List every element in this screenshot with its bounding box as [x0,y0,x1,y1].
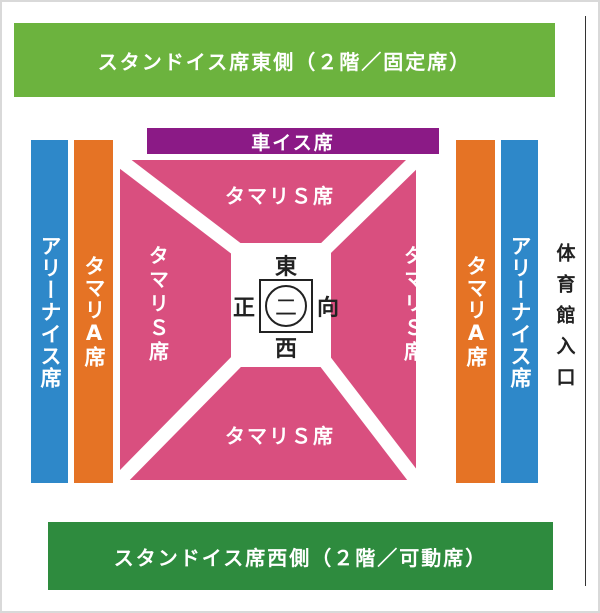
arena-right-label: アリーナイス席 [508,234,533,389]
aisle-se [318,355,422,485]
ring-center-label: 二 [274,296,297,321]
tamari-s-right-label: タマリＳ席 [400,245,425,365]
tamari-a-right-label: タマリA席 [464,255,489,368]
gym-entrance-label: 体育館入口 [553,242,576,398]
stand-west-section[interactable]: スタンドイス席西側（２階／可動席） [48,522,553,590]
tamari-s-left-label-wrap: タマリＳ席 [140,230,176,380]
tamari-s-left-label: タマリＳ席 [145,245,170,365]
stand-east-label: スタンドイス席東側（２階／固定席） [97,49,472,74]
wheelchair-section[interactable]: 車イス席 [147,128,439,154]
tamari-s-right-section[interactable] [324,160,416,480]
ring-shomen-label: 正 [232,296,255,321]
aisle-nw [115,154,243,256]
tamari-s-right-label-wrap: タマリＳ席 [395,230,431,380]
stand-east-section[interactable]: スタンドイス席東側（２階／固定席） [14,23,555,97]
arena-left-label: アリーナイス席 [38,234,63,389]
entrance-divider [585,16,586,586]
ring-east-label: 東 [274,255,297,280]
tamari-s-top-label: タマリＳ席 [225,183,335,208]
tamari-a-left-label: タマリA席 [82,255,107,368]
tamari-s-left-section[interactable] [120,160,238,480]
wheelchair-label: 車イス席 [251,131,335,154]
arena-right-section[interactable]: アリーナイス席 [501,140,538,483]
tamari-s-bottom-label: タマリＳ席 [225,423,335,448]
gym-entrance: 体育館入口 [552,210,578,430]
ring-west-label: 西 [274,337,297,362]
dohyo-ring [265,285,307,327]
ring-mukou-label: 向 [316,296,339,321]
tamari-a-right-section[interactable]: タマリA席 [456,140,495,483]
aisle-sw [115,355,243,485]
arena-left-section[interactable]: アリーナイス席 [31,140,68,483]
aisle-ne [319,154,421,256]
tamari-a-left-section[interactable]: タマリA席 [74,140,113,483]
stand-west-label: スタンドイス席西側（２階／可動席） [113,545,488,570]
